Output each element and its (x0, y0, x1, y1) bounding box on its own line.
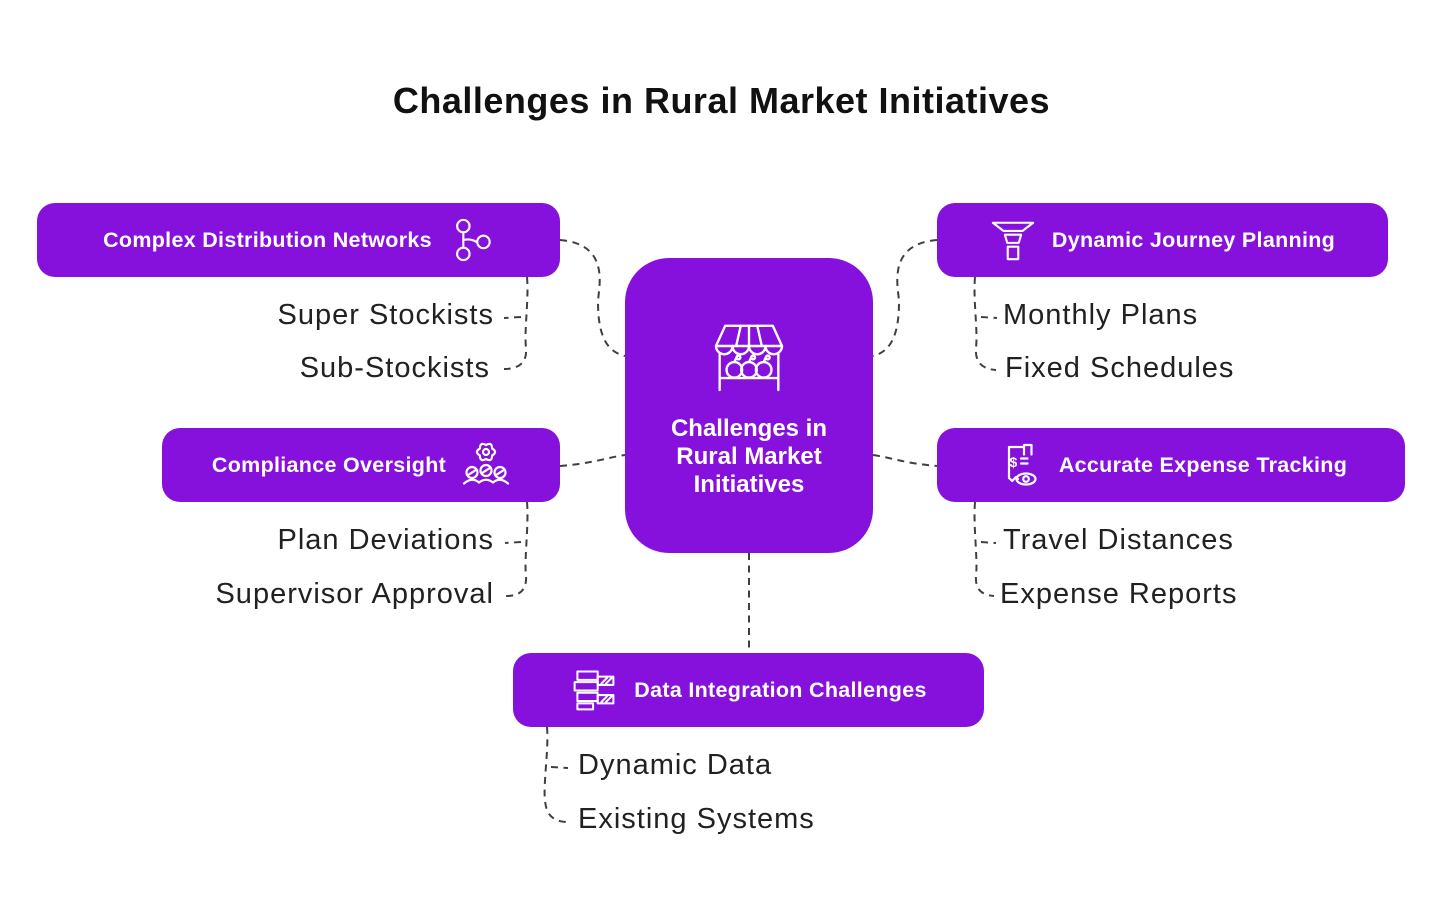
funnel-icon (991, 221, 1035, 261)
connector-branch1-to-center (872, 239, 938, 357)
branch-label: Complex Distribution Networks (103, 227, 432, 252)
svg-text:$: $ (1009, 454, 1017, 470)
connector-branch0-to-center (559, 239, 626, 357)
sub-item-super-stockists: Super Stockists (277, 299, 494, 331)
data-rows-icon (573, 670, 615, 711)
branch-accurate-expense-tracking: $ Accurate Expense Tracking (937, 428, 1405, 502)
receipt-eye-icon: $ (1007, 443, 1037, 486)
center-node-label: Challenges in Rural Market Initiatives (671, 415, 827, 499)
center-node: Challenges in Rural Market Initiatives (625, 258, 873, 553)
connector-branch1-items (973, 276, 998, 371)
sub-item-sub-stockists: Sub-Stockists (299, 352, 490, 384)
gear-team-icon (462, 442, 510, 485)
market-stall-icon (714, 324, 784, 391)
diagram-title: Challenges in Rural Market Initiatives (392, 80, 1051, 121)
connector-branch3-items (973, 501, 997, 597)
sub-item-travel-distances: Travel Distances (1003, 524, 1234, 556)
connector-branch2-to-center (559, 454, 626, 467)
connector-branch2-items (504, 501, 529, 597)
branch-label: Compliance Oversight (211, 452, 447, 477)
center-label-line-2: Rural Market (676, 442, 822, 470)
sub-item-dynamic-data: Dynamic Data (578, 749, 773, 781)
sub-item-existing-systems: Existing Systems (578, 803, 815, 835)
branch-dynamic-journey-planning: Dynamic Journey Planning (937, 203, 1388, 277)
network-nodes-icon (455, 218, 491, 262)
sub-item-plan-deviations: Plan Deviations (277, 524, 494, 556)
branch-complex-distribution-networks: Complex Distribution Networks (37, 203, 560, 277)
branch-label: Accurate Expense Tracking (1058, 452, 1348, 477)
branch-data-integration-challenges: Data Integration Challenges (513, 653, 984, 727)
branch-label: Data Integration Challenges (634, 677, 927, 702)
sub-item-monthly-plans: Monthly Plans (1003, 299, 1199, 331)
center-label-line-1: Challenges in (670, 414, 828, 442)
branch-label: Dynamic Journey Planning (1051, 227, 1336, 252)
sub-item-supervisor-approval: Supervisor Approval (215, 578, 494, 610)
branch-compliance-oversight: Compliance Oversight (162, 428, 560, 502)
connector-branch0-items (503, 276, 529, 370)
sub-item-expense-reports: Expense Reports (1000, 578, 1238, 610)
center-label-line-3: Initiatives (693, 470, 805, 498)
sub-item-fixed-schedules: Fixed Schedules (1005, 352, 1235, 384)
connector-branch4-items (543, 726, 569, 823)
connector-branch3-to-center (872, 454, 938, 467)
